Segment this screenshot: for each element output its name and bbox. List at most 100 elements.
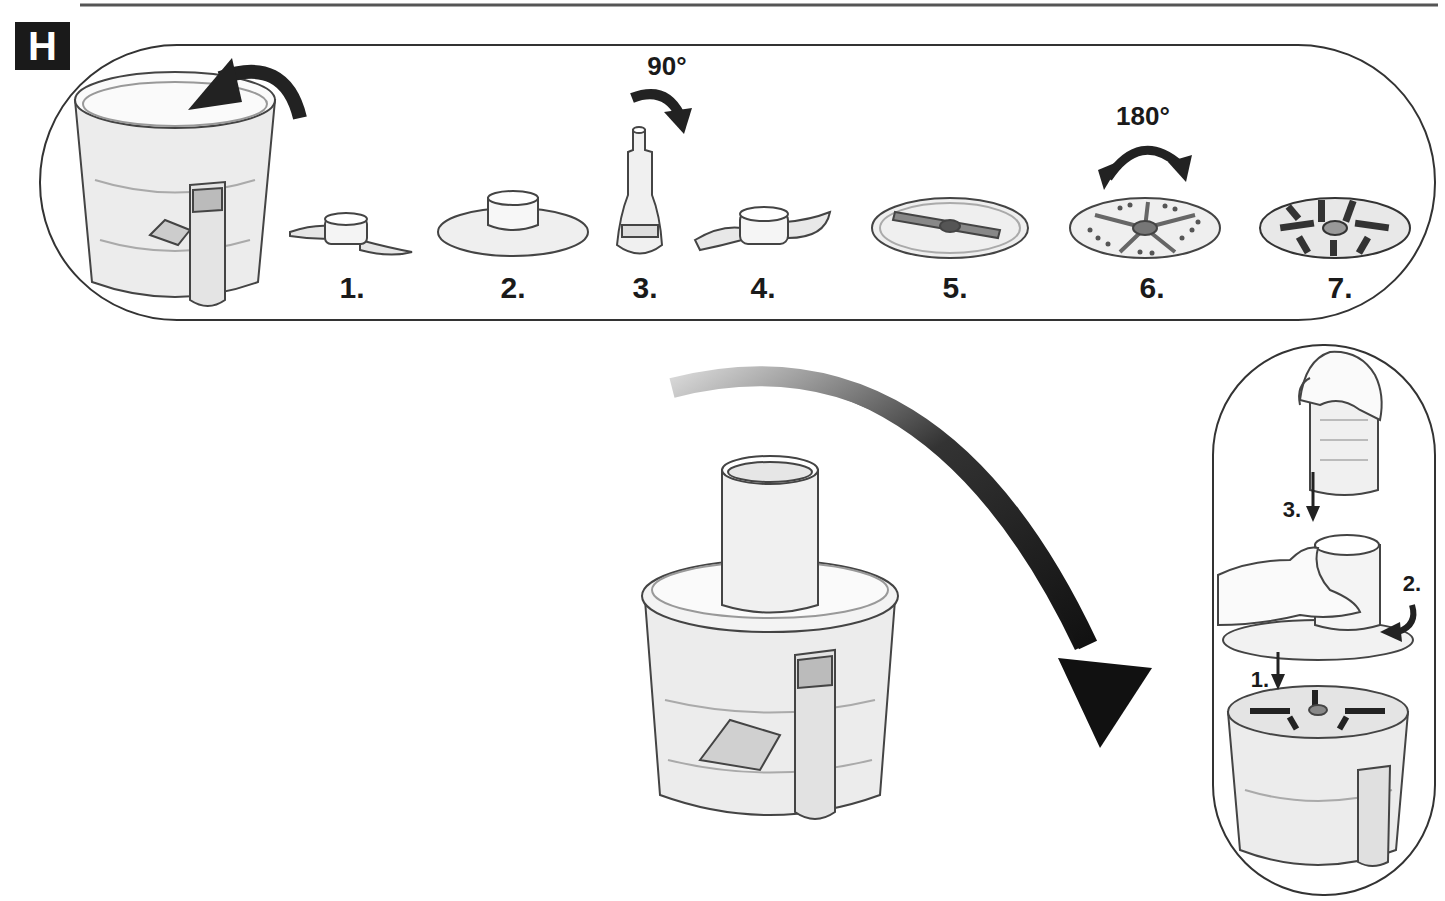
grating-disc	[1180, 236, 1185, 241]
parts-panel	[40, 45, 1435, 320]
bowl	[193, 188, 222, 212]
part-number: 5.	[942, 273, 967, 303]
shredding-disc	[1296, 235, 1311, 254]
shredding-disc	[1318, 200, 1325, 222]
inset-lid-and-hands	[1299, 378, 1310, 405]
grating-disc	[1150, 251, 1155, 256]
assembled-processor	[668, 760, 872, 773]
disc-holder	[438, 191, 588, 256]
grating-disc	[1088, 228, 1093, 233]
grating-disc	[1070, 198, 1220, 258]
assembled-processor	[665, 700, 875, 713]
step-number: 2.	[1403, 573, 1421, 595]
inset-arrows	[1271, 472, 1413, 690]
angle-label: 180°	[1116, 103, 1170, 129]
assembled-processor	[642, 456, 898, 819]
slicing-disc	[880, 203, 1020, 253]
inset-lid-and-hands	[1315, 535, 1379, 555]
big-curved-arrow	[1058, 658, 1152, 748]
chopping-blade	[695, 228, 742, 251]
inset-bowl	[1345, 708, 1385, 714]
bowl	[75, 100, 275, 297]
section-letter: H	[28, 26, 57, 66]
grating-disc	[1133, 221, 1157, 235]
inset-bowl	[1358, 766, 1390, 866]
slicing-disc	[893, 212, 1000, 238]
inset-lid-and-hands	[1320, 420, 1368, 460]
inset-bowl	[1337, 715, 1349, 730]
shredding-disc	[1342, 200, 1356, 223]
grating-disc	[1128, 203, 1133, 208]
part-number: 4.	[750, 273, 775, 303]
chopping-blade	[740, 207, 788, 221]
part-number: 2.	[500, 273, 525, 303]
shredding-disc	[1355, 220, 1390, 232]
rotate-arrow	[188, 58, 300, 118]
shredding-disc	[1286, 204, 1302, 221]
slicing-disc	[872, 198, 1028, 258]
bowl	[150, 220, 190, 245]
drive-shaft	[617, 130, 662, 254]
shredding-disc	[1260, 198, 1410, 258]
inset-bowl	[1309, 705, 1327, 715]
grating-disc	[1070, 198, 1220, 258]
inset-panel	[1213, 345, 1435, 895]
assembled-processor	[722, 456, 818, 484]
section-letter-box: H	[15, 22, 70, 70]
shredding-disc	[1260, 198, 1410, 258]
assembled-processor	[700, 720, 780, 770]
inset-arrows	[1380, 622, 1402, 642]
chopping-blade	[785, 212, 830, 238]
assembled-processor	[795, 650, 835, 819]
bowl	[95, 180, 255, 193]
grating-disc	[1118, 206, 1123, 211]
assembled-processor	[798, 656, 832, 688]
grating-disc	[1106, 242, 1111, 247]
grating-disc	[1196, 220, 1201, 225]
part-number: 1.	[339, 273, 364, 303]
drive-shaft	[633, 127, 645, 133]
top-rule	[80, 5, 1438, 6]
rotate-180-arrow	[1168, 155, 1192, 182]
rotate-arrow	[188, 58, 242, 110]
inset-bowl	[1228, 686, 1408, 866]
inset-arrows	[1306, 506, 1320, 522]
bowl	[190, 182, 225, 306]
grating-disc	[1095, 202, 1195, 252]
rotate-90-arrow	[632, 94, 692, 134]
assembled-processor	[728, 462, 812, 482]
inset-bowl	[1250, 690, 1385, 731]
grating-disc	[1173, 207, 1178, 212]
inset-arrows	[1271, 674, 1285, 690]
top-rule	[80, 4, 1438, 7]
shredding-disc	[1280, 200, 1390, 256]
rotate-180-arrow	[1098, 160, 1122, 190]
inset-arrows	[1277, 652, 1280, 676]
inset-panel	[1213, 345, 1435, 895]
grating-disc	[1096, 236, 1101, 241]
part-number: 6.	[1139, 273, 1164, 303]
bowl	[75, 72, 275, 128]
inset-lid-and-hands	[1218, 352, 1413, 660]
assembled-processor	[722, 470, 818, 613]
grating-disc	[1190, 228, 1195, 233]
grating-disc	[1138, 250, 1143, 255]
part-number: 3.	[632, 273, 657, 303]
inset-arrows	[1312, 472, 1315, 508]
disc-holder	[488, 191, 538, 205]
shredding-disc	[1356, 236, 1371, 255]
small-blade	[290, 213, 412, 255]
shredding-disc	[1330, 240, 1337, 256]
chopping-blade	[695, 207, 830, 250]
slicing-disc	[940, 220, 960, 232]
small-blade	[360, 240, 412, 255]
grating-disc	[1088, 203, 1201, 256]
inset-bowl	[1312, 690, 1318, 706]
step-number: 3.	[1283, 499, 1301, 521]
bowl	[83, 82, 267, 126]
part-number: 7.	[1327, 273, 1352, 303]
inset-lid-and-hands	[1300, 352, 1382, 420]
rotate-90-arrow	[664, 108, 692, 134]
bowl	[75, 72, 275, 306]
